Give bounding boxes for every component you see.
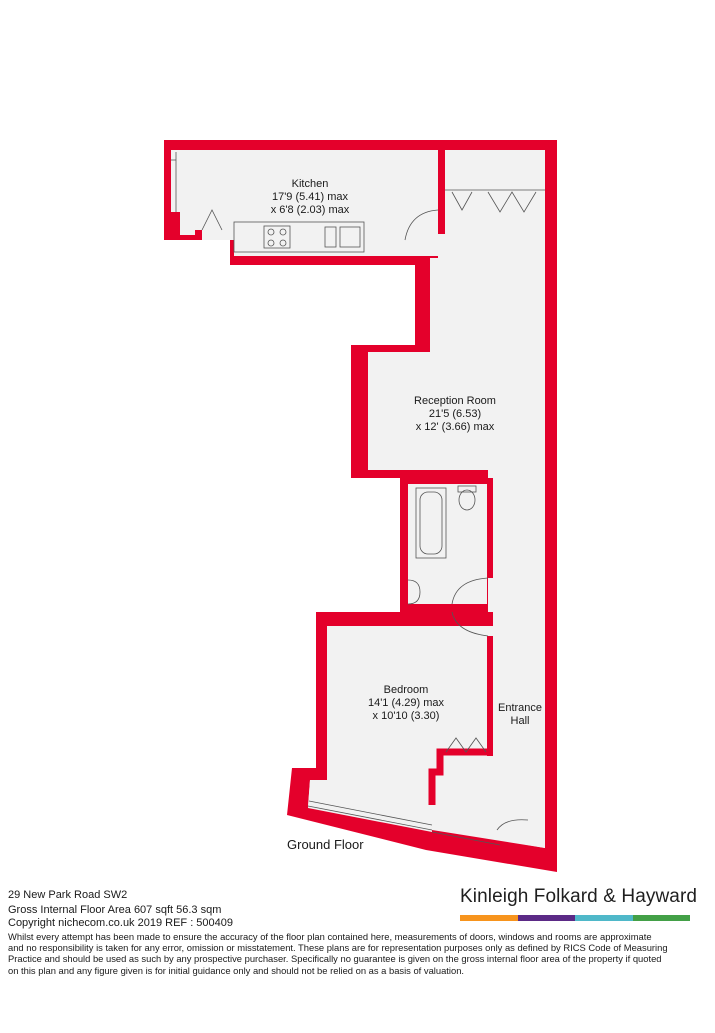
- disclaimer: Whilst every attempt has been made to en…: [8, 931, 703, 976]
- reception-name: Reception Room: [414, 395, 496, 407]
- floor-plan: Kitchen 17'9 (5.41) max x 6'8 (2.03) max…: [164, 140, 557, 872]
- reception-dim1: 21'5 (6.53): [429, 408, 481, 420]
- bedroom-floor: [308, 626, 488, 830]
- bedroom-wardrobe-wall: [428, 748, 487, 805]
- bedroom-dim2: x 10'10 (3.30): [373, 710, 440, 722]
- bathroom-fixtures: [407, 485, 489, 637]
- disclaimer-line: on this plan and any figure given is for…: [8, 964, 465, 976]
- bathroom-wall-top: [400, 478, 490, 484]
- bathroom-wall-bottom: [400, 604, 452, 612]
- bathroom-room: [408, 484, 487, 604]
- bathroom-wall-right: [487, 478, 493, 578]
- brand-bar: [632, 915, 690, 921]
- disclaimer-line: Practice and should be used as such by a…: [8, 953, 662, 965]
- bedroom-wall-right: [487, 636, 493, 756]
- bedroom-fixtures: [307, 737, 529, 846]
- hall-wardrobe: [445, 189, 545, 213]
- gross-internal-area: Gross Internal Floor Area 607 sqft 56.3 …: [8, 904, 222, 916]
- bathroom-wall-left: [400, 478, 408, 618]
- property-address: 29 New Park Road SW2: [8, 889, 128, 901]
- kitchen-dim2: x 6'8 (2.03) max: [271, 204, 350, 216]
- kitchen-hall-wall: [438, 150, 445, 210]
- disclaimer-line: Whilst every attempt has been made to en…: [8, 931, 652, 942]
- disclaimer-line: and no responsibility is taken for any e…: [8, 942, 668, 954]
- brand-color-bars: [460, 915, 690, 921]
- entrance-line1: Entrance: [498, 702, 542, 714]
- brand-bar: [517, 915, 575, 921]
- brand-bar: [575, 915, 633, 921]
- kitchen-fixtures: [171, 152, 439, 253]
- brand-bar: [460, 915, 518, 921]
- kitchen-room: [171, 150, 438, 256]
- kitchen-dim1: 17'9 (5.41) max: [272, 191, 349, 203]
- copyright: Copyright nichecom.co.uk 2019 REF : 5004…: [8, 917, 234, 929]
- entrance-line2: Hall: [511, 715, 530, 727]
- reception-dim2: x 12' (3.66) max: [416, 421, 495, 433]
- brand-logo-text: Kinleigh Folkard & Hayward: [460, 886, 698, 907]
- bedroom-wall-top: [316, 612, 493, 626]
- bedroom-name: Bedroom: [384, 684, 429, 696]
- bedroom-dim1: 14'1 (4.29) max: [368, 697, 445, 709]
- kitchen-name: Kitchen: [292, 178, 329, 190]
- floor-label: Ground Floor: [287, 837, 364, 852]
